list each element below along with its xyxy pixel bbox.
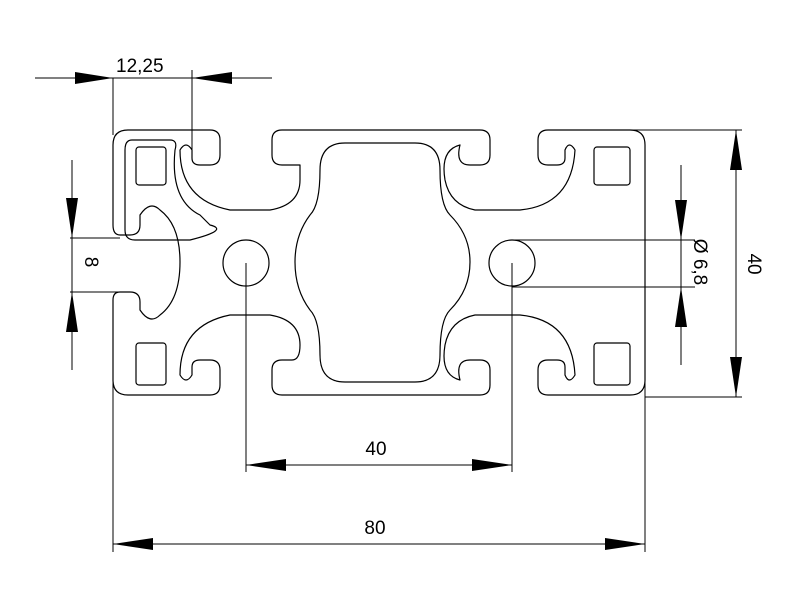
arrow-head <box>605 538 645 550</box>
corner-pocket-top-right <box>593 146 631 186</box>
corner-pocket-bottom-left <box>135 342 167 386</box>
central-cavity <box>294 142 471 383</box>
arrow-head <box>246 459 286 471</box>
corner-pocket-top-left <box>135 146 167 186</box>
arrow-head <box>675 200 687 240</box>
arrow-head <box>730 130 742 170</box>
arrow-head <box>192 72 232 84</box>
dimension-lines: 12,25 8 Ø 6,8 40 40 80 <box>35 56 764 552</box>
arrow-head <box>730 357 742 397</box>
arrow-head <box>66 292 78 332</box>
profile-inner-contour <box>124 139 218 241</box>
dimension-hole-spacing: 40 <box>365 439 386 460</box>
dimension-width: 80 <box>364 518 385 539</box>
arrow-head <box>675 287 687 327</box>
dimension-slot-width: 8 <box>80 257 101 268</box>
corner-pocket-bottom-right <box>593 342 631 386</box>
dimension-height: 40 <box>743 253 764 274</box>
profile-outer-contour <box>112 129 646 396</box>
arrow-head <box>66 198 78 238</box>
dimension-slot-spacing: 12,25 <box>116 56 164 77</box>
dimension-hole-diameter: Ø 6,8 <box>689 239 710 285</box>
profile-section <box>112 129 646 396</box>
arrow-head <box>113 538 153 550</box>
arrow-head <box>75 72 113 84</box>
arrow-head <box>472 459 512 471</box>
